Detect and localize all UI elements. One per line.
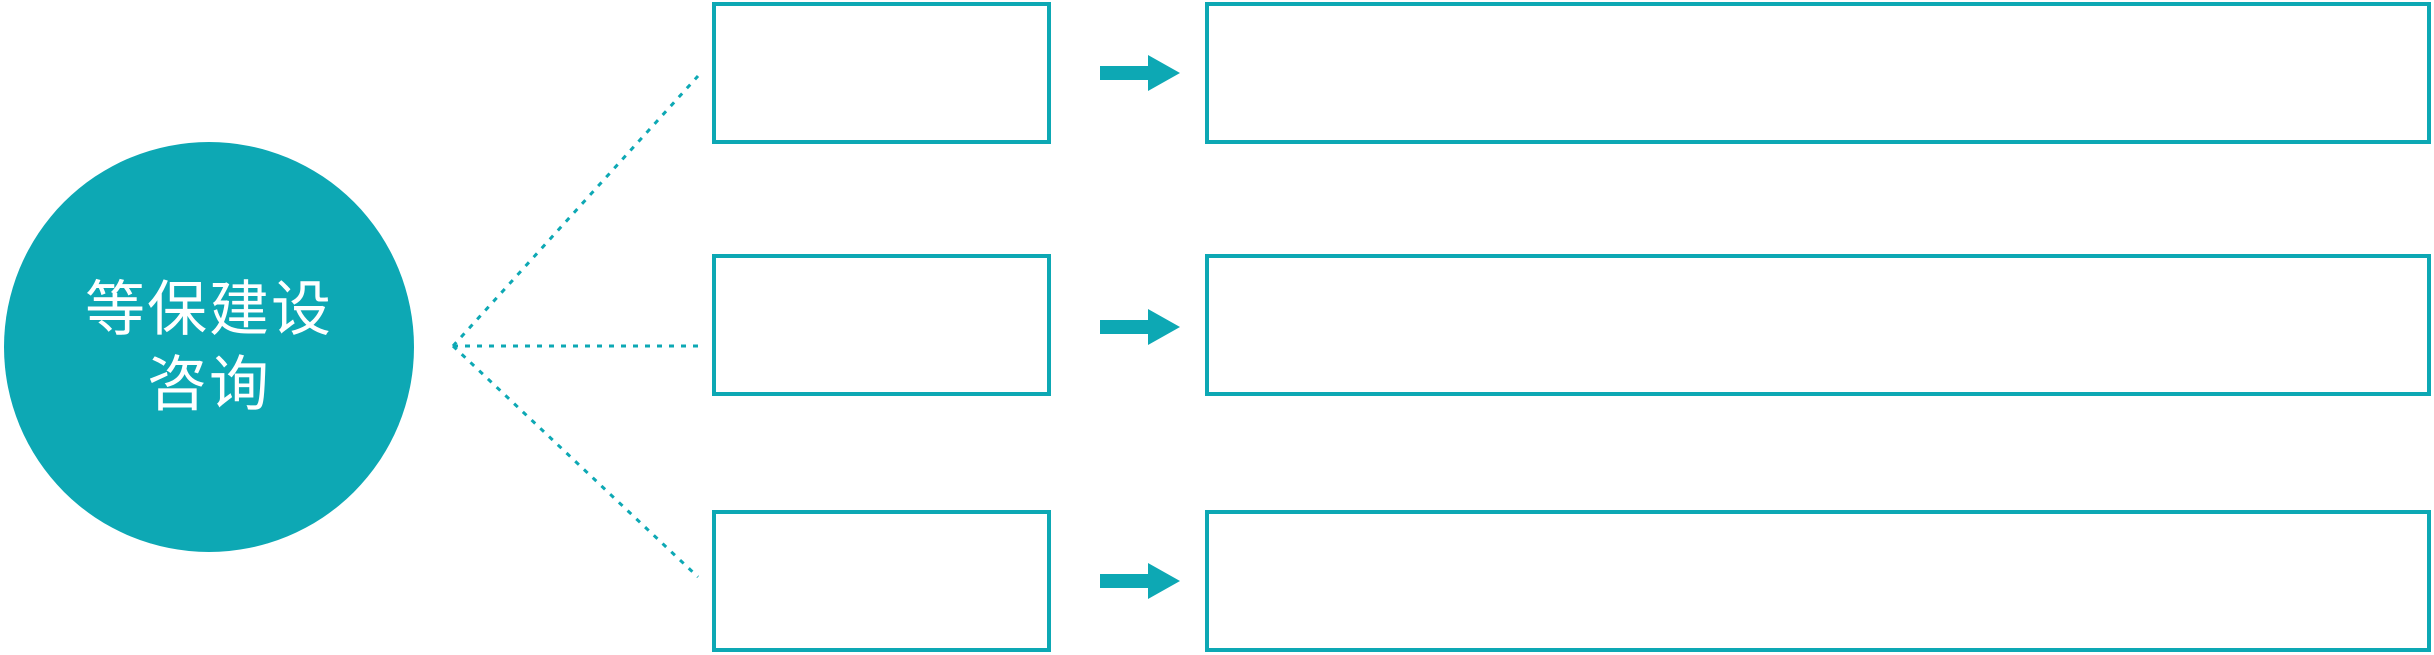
category-box-2 [712, 254, 1051, 396]
topic-circle-label-line1: 等保建设 [85, 276, 333, 343]
arrow-right-icon [1100, 55, 1180, 91]
detail-box-3 [1205, 510, 2431, 652]
category-box-1 [712, 2, 1051, 144]
connector-line-top [451, 74, 700, 348]
arrow-right-icon [1100, 563, 1180, 599]
topic-circle-label-line2: 咨询 [147, 351, 271, 418]
detail-box-1 [1205, 2, 2431, 144]
connector-line-bottom [451, 344, 700, 579]
topic-circle: 等保建设 咨询 [4, 142, 414, 552]
category-box-3 [712, 510, 1051, 652]
detail-box-2 [1205, 254, 2431, 396]
arrow-right-icon [1100, 309, 1180, 345]
